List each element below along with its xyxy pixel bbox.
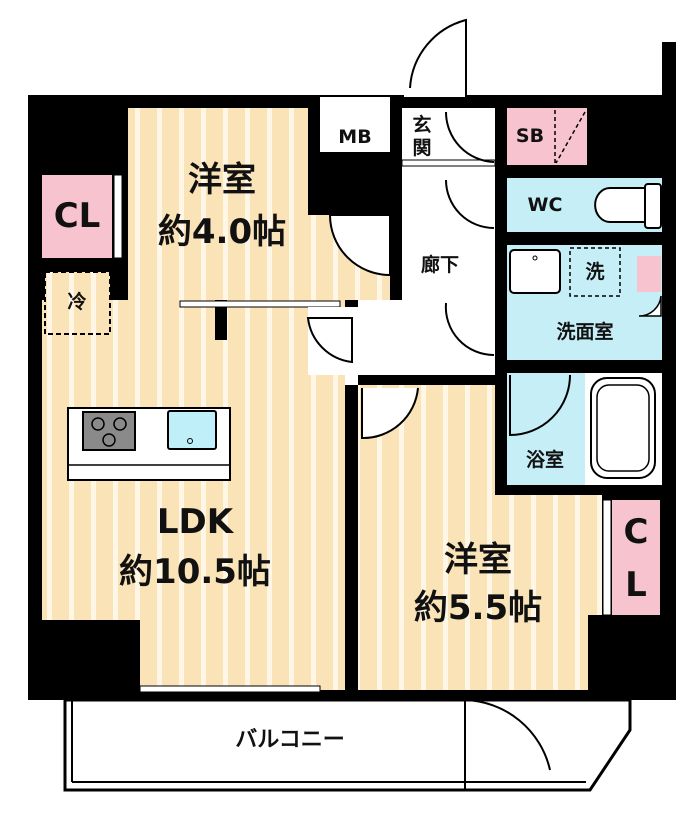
closet-left: [42, 175, 112, 258]
stove-icon: [82, 411, 136, 451]
western-room-small: [128, 108, 390, 300]
entrance-label-1: 玄: [412, 113, 431, 136]
bathroom-label: 浴室: [526, 448, 564, 471]
western-room-large: [358, 385, 602, 690]
washbasin-icon: [509, 249, 561, 294]
balcony: [63, 698, 632, 792]
western-small-name: 洋室: [188, 160, 256, 200]
sb-label: SB: [516, 125, 544, 147]
closet-left-label: CL: [54, 196, 101, 236]
toilet-icon: [594, 187, 646, 223]
wc-label: WC: [528, 194, 563, 216]
sink-icon: [167, 410, 217, 450]
closet-right-label-2: L: [625, 565, 647, 605]
balcony-door-swing: [464, 699, 551, 790]
fridge-space: [44, 271, 111, 335]
bathtub-icon: [590, 377, 656, 479]
fridge-label: 冷: [67, 290, 86, 313]
mb-label: MB: [338, 126, 371, 148]
ldk-size: 約10.5帖: [119, 552, 271, 592]
entrance: [402, 108, 495, 165]
closet-right-label-1: C: [624, 512, 649, 552]
door-swing: [328, 214, 391, 277]
hallway-label: 廊下: [421, 253, 459, 276]
washer-space: [569, 247, 621, 297]
entrance-label-2: 関: [412, 137, 431, 159]
washer-label: 洗: [585, 260, 604, 283]
western-large-size: 約5.5帖: [414, 588, 542, 628]
washroom-label: 洗面室: [556, 320, 613, 343]
shoe-box: [507, 108, 587, 165]
closet-right: [612, 500, 660, 615]
ldk-name: LDK: [157, 502, 235, 542]
meter-box: [320, 97, 390, 152]
balcony-label: バルコニー: [235, 728, 345, 753]
western-small-size: 約4.0帖: [158, 212, 286, 252]
western-large-name: 洋室: [444, 540, 512, 580]
